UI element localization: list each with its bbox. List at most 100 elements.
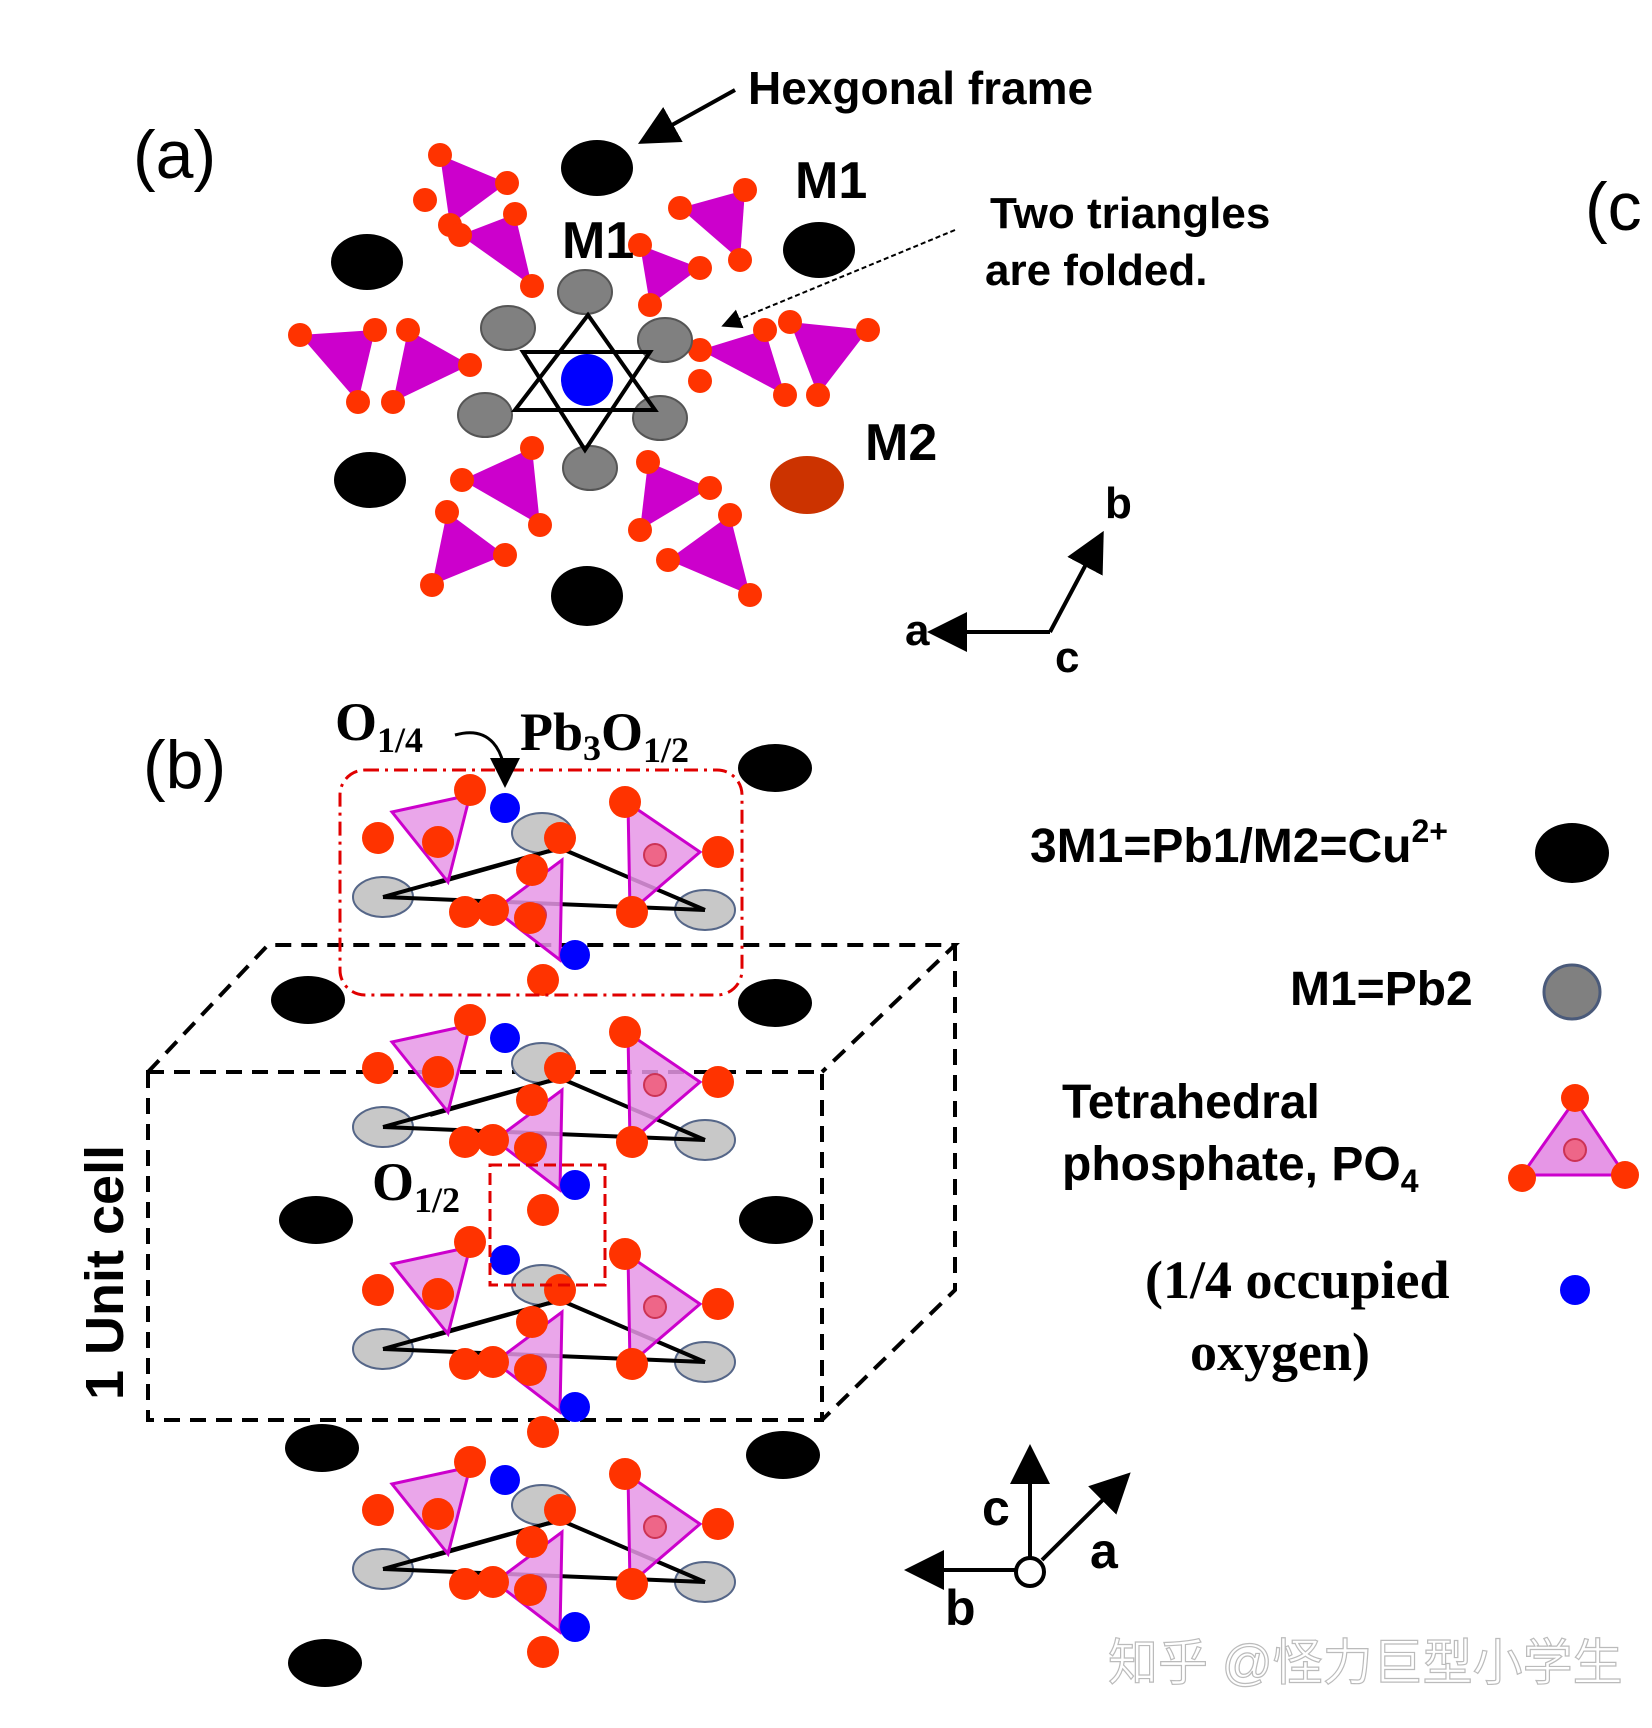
hex-frame-site: [334, 452, 406, 508]
partial-oxygen: [490, 1465, 520, 1495]
svg-text:O1/4: O1/4: [335, 692, 423, 760]
hex-frame-site: [746, 1431, 820, 1479]
bond-line: [429, 1518, 561, 1559]
oxygen-atom: [362, 1494, 394, 1526]
oxygen-atom: [449, 1348, 481, 1380]
oxygen-atom: [616, 896, 648, 928]
star-triangle-down: [519, 350, 654, 454]
phosphorus-atom: [643, 843, 667, 867]
phosphate-group: [668, 178, 757, 272]
oxygen-atom: [454, 1004, 486, 1036]
hex-frame-site: [738, 979, 812, 1027]
oxygen-atom: [527, 1416, 559, 1448]
oxygen-atom: [454, 1226, 486, 1258]
oxygen-atom: [702, 1288, 734, 1320]
phosphate-group: [688, 318, 797, 407]
oxygen-atom: [514, 1574, 546, 1606]
oxygen-atom: [527, 1194, 559, 1226]
oxygen-atom: [362, 1052, 394, 1084]
o14-arrow: [454, 731, 520, 788]
o12-box: [488, 1163, 607, 1287]
oxygen-atom: [609, 1016, 641, 1048]
bond-line: [429, 1076, 561, 1117]
site-m2-label: M2: [865, 414, 937, 472]
legend-oxygen-line1: (1/4 occupied: [1145, 1250, 1450, 1310]
m1-site: [557, 269, 613, 315]
pb3o-box: [338, 768, 744, 997]
oxygen-atom: [527, 1636, 559, 1668]
partial-oxygen: [560, 1392, 590, 1422]
panel-c-label: (c: [1585, 169, 1642, 245]
o14-label: O: [335, 692, 377, 752]
legend-gray-site-icon: [1542, 963, 1602, 1021]
legend-phosphate-sub: 4: [1401, 1163, 1419, 1199]
hex-frame-site: [331, 234, 403, 290]
panel-b: (b) 1 Unit cell O1/4 Pb3O1/2 O1/2: [75, 692, 1131, 1687]
phosphate-group: [413, 143, 519, 237]
site-m1-inner-label: M1: [562, 212, 634, 270]
axes-a: b a c: [905, 479, 1132, 682]
unit-cell-label: 1 Unit cell: [75, 1145, 135, 1400]
phosphate-group: [778, 310, 880, 407]
oxygen-atom: [514, 902, 546, 934]
hex-frame-arrow: [638, 88, 736, 144]
cu-site: [770, 456, 844, 514]
oxygen-atom: [544, 1494, 576, 1526]
pb3o-sub: 1/2: [643, 730, 689, 770]
legend-pb2-label: M1=Pb2: [1290, 963, 1473, 1016]
svg-text:O1/2: O1/2: [372, 1152, 460, 1220]
oxygen-atom: [514, 1354, 546, 1386]
oxygen-atom: [422, 1278, 454, 1310]
hex-frame-site: [738, 744, 812, 792]
oxygen-atom: [477, 894, 509, 926]
oxygen-atom: [702, 836, 734, 868]
fold-callout-arrow: [721, 229, 956, 329]
star-triangle-up: [510, 311, 659, 412]
m1-site: [562, 445, 618, 491]
hex-frame-site: [783, 222, 855, 278]
partial-oxygen: [560, 1612, 590, 1642]
partial-oxygen: [560, 1170, 590, 1200]
oxygen-atom: [702, 1066, 734, 1098]
hex-frame-site: [279, 1196, 353, 1244]
center-oxygen: [561, 354, 613, 406]
oxygen-atom: [422, 1056, 454, 1088]
partial-oxygen: [490, 793, 520, 823]
oxygen-atom: [702, 1508, 734, 1540]
legend-black-site-icon: [1535, 823, 1609, 883]
m1-site: [480, 305, 536, 351]
fold-callout-line2: are folded.: [985, 246, 1208, 295]
phosphate-group: [448, 202, 544, 298]
svg-text:phosphate, PO4: phosphate, PO4: [1062, 1138, 1419, 1199]
legend-blue-oxygen-icon: [1560, 1275, 1590, 1305]
panel-b-label: (b): [143, 727, 226, 803]
axis-b-label: b: [1105, 479, 1132, 528]
partial-oxygen: [490, 1245, 520, 1275]
legend-phosphate-line2: phosphate, PO: [1062, 1138, 1401, 1191]
svg-text:3M1=Pb1/M2=Cu2+: 3M1=Pb1/M2=Cu2+: [1030, 813, 1448, 873]
oxygen-atom: [514, 1132, 546, 1164]
phosphorus-atom: [643, 1073, 667, 1097]
oxygen-atom: [449, 896, 481, 928]
oxygen-atom: [449, 1126, 481, 1158]
panel-a: (a): [133, 62, 1270, 682]
fold-callout-line1: Two triangles: [990, 189, 1270, 238]
hex-frame-site: [285, 1424, 359, 1472]
partial-oxygen: [560, 940, 590, 970]
phosphate-group: [420, 500, 517, 597]
oxygen-atom: [609, 786, 641, 818]
oxygen-atom: [516, 1306, 548, 1338]
oxygen-atom: [609, 1238, 641, 1270]
axis-c-label: c: [1055, 633, 1079, 682]
oxygen-atom: [454, 1446, 486, 1478]
oxygen-atom: [454, 774, 486, 806]
oxygen-atom: [362, 822, 394, 854]
bond-line: [429, 846, 561, 887]
oxygen-atom: [544, 1052, 576, 1084]
hex-frame-site: [739, 1196, 813, 1244]
hex-frame-site: [271, 976, 345, 1024]
bond-line: [429, 1298, 561, 1339]
oxygen-atom: [477, 1566, 509, 1598]
oxygen-atom: [362, 1274, 394, 1306]
